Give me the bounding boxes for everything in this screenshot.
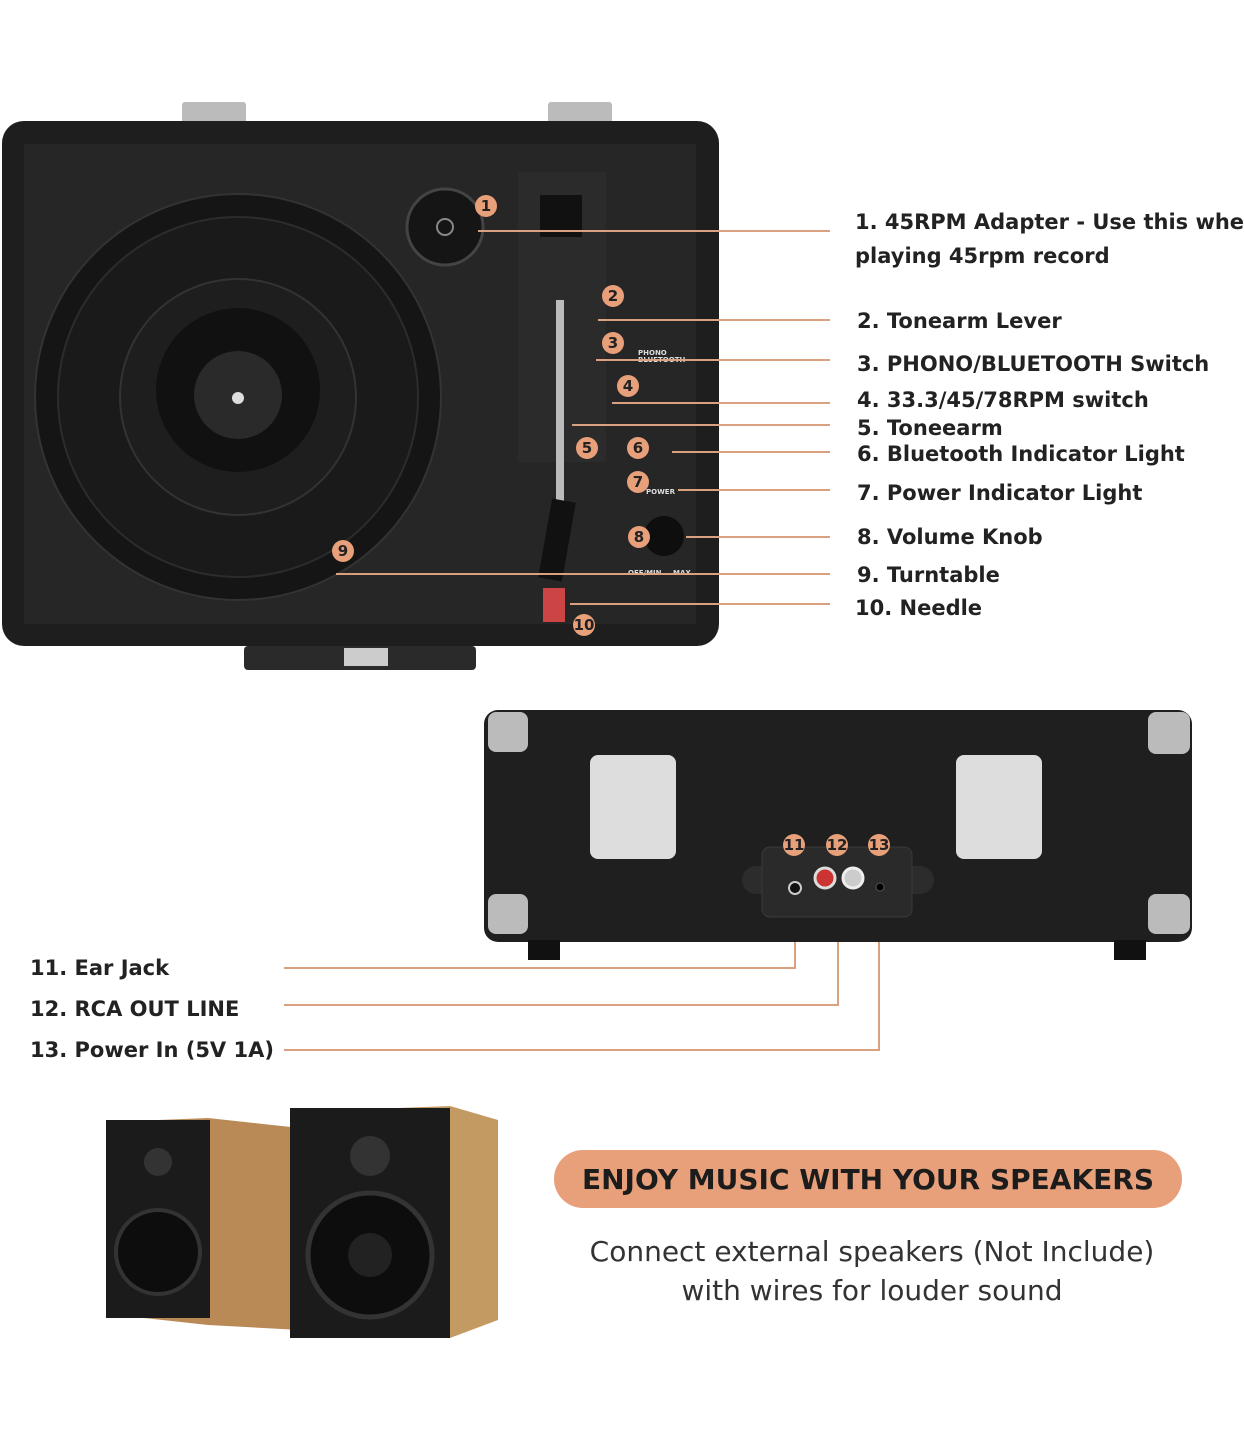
badge-2 [602,285,624,307]
turntable-side-view [484,710,1192,960]
badge-12 [826,834,848,856]
badge-8 [628,526,650,548]
callout-4: 4. 33.3/45/78RPM switch [857,388,1149,412]
callout-7: 7. Power Indicator Light [857,481,1143,505]
badge-13 [868,834,890,856]
callout-6: 6. Bluetooth Indicator Light [857,442,1185,466]
badge-10 [573,614,595,636]
badge-number: 6 [633,439,643,457]
badge-3 [602,332,624,354]
badge-number: 3 [608,334,618,352]
callout-10: 10. Needle [855,596,983,620]
badge-number: 9 [338,542,348,560]
badge-4 [617,375,639,397]
phono-label: PHONO [638,349,667,357]
callout-9: 9. Turntable [857,563,1000,587]
badge-number: 5 [582,439,592,457]
badge-6 [627,437,649,459]
badge-number: 13 [869,836,890,854]
badge-number: 4 [623,377,633,395]
badge-number: 2 [608,287,618,305]
badge-9 [332,540,354,562]
callout-2: 2. Tonearm Lever [857,309,1062,333]
power-label: POWER [646,488,676,496]
badge-number: 8 [634,528,644,546]
callout-1-line2: playing 45rpm record [855,244,1110,268]
callout-1: 1. 45RPM Adapter - Use this when [855,210,1244,234]
callout-13: 13. Power In (5V 1A) [30,1038,274,1062]
callout-8: 8. Volume Knob [857,525,1043,549]
badge-number: 12 [827,836,848,854]
turntable-top-view: PHONO BLUETOOTH POWER OFF/MIN MAX [2,102,719,670]
speakers-subtitle: Connect external speakers (Not Include) … [554,1232,1190,1310]
badge-number: 7 [633,473,643,491]
callout-5: 5. Toneearm [857,416,1003,440]
subtitle-line-2: with wires for louder sound [681,1274,1063,1307]
badge-number: 10 [574,616,595,634]
badge-number: 11 [784,836,805,854]
callout-12: 12. RCA OUT LINE [30,997,240,1021]
callout-11: 11. Ear Jack [30,956,170,980]
speakers-banner: ENJOY MUSIC WITH YOUR SPEAKERS [554,1150,1182,1208]
badge-11 [783,834,805,856]
callout-3: 3. PHONO/BLUETOOTH Switch [857,352,1210,376]
badge-number: 1 [481,197,491,215]
speakers-image [106,1106,498,1338]
badge-7 [627,471,649,493]
badge-5 [576,437,598,459]
badge-1 [475,195,497,217]
subtitle-line-1: Connect external speakers (Not Include) [589,1235,1155,1268]
